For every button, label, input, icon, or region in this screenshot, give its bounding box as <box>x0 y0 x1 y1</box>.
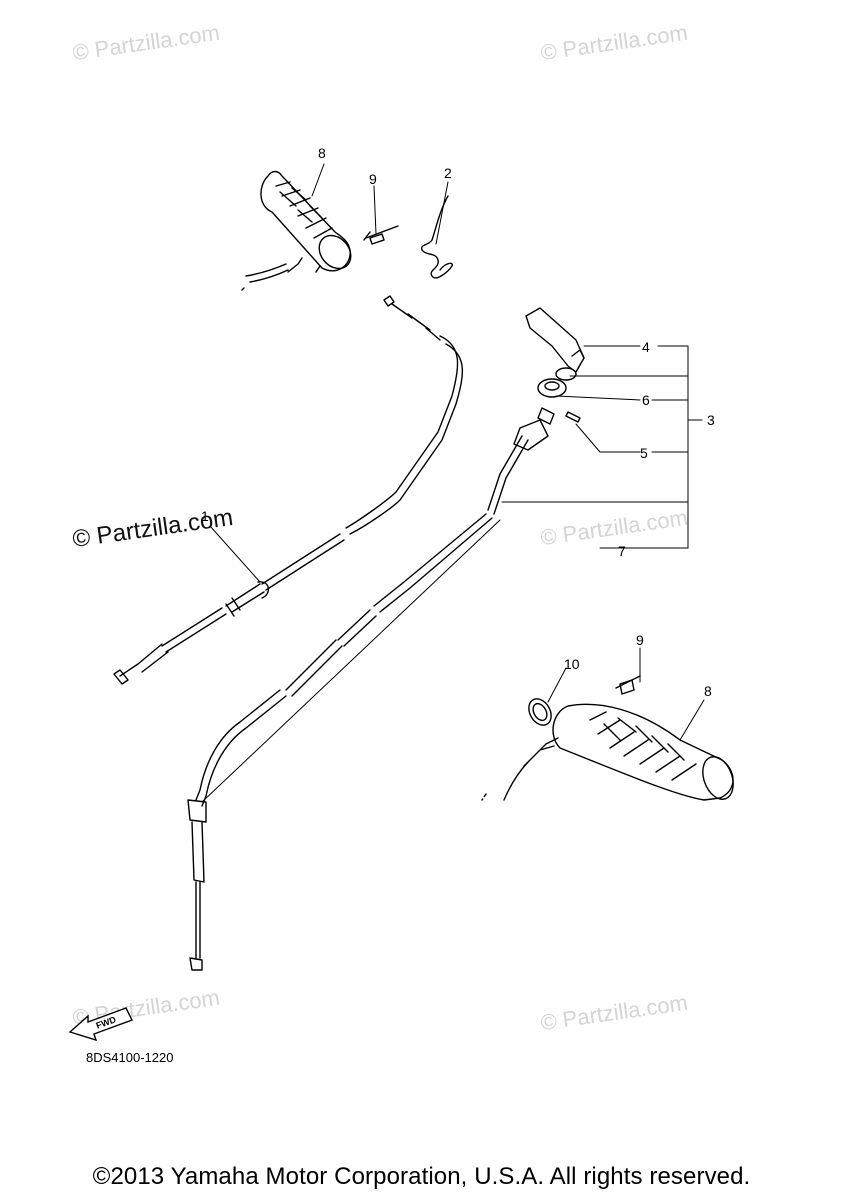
callout-7: 7 <box>618 543 626 559</box>
diagram-code: 8DS4100-1220 <box>86 1050 174 1065</box>
throttle-cable-drawing <box>113 295 464 685</box>
callout-1: 1 <box>201 508 209 524</box>
callout-10: 10 <box>564 656 580 672</box>
callout-8-top: 8 <box>318 145 326 161</box>
callout-8-bottom: 8 <box>704 683 712 699</box>
callout-9-bottom: 9 <box>636 632 644 648</box>
callout-5: 5 <box>640 445 648 461</box>
callout-3: 3 <box>707 412 715 428</box>
screw-top-drawing <box>363 225 399 245</box>
copyright-notice: ©2013 Yamaha Motor Corporation, U.S.A. A… <box>92 1163 751 1190</box>
lever-assembly-drawing <box>525 307 585 423</box>
callout-6: 6 <box>642 392 650 408</box>
callout-4: 4 <box>642 339 650 355</box>
left-grip-drawing <box>239 170 352 293</box>
right-grip-drawing <box>481 698 734 801</box>
choke-cable-drawing <box>187 407 555 971</box>
callout-2: 2 <box>444 165 452 181</box>
forward-arrow-icon: FWD <box>68 1007 133 1042</box>
leader-lines <box>209 163 705 741</box>
clip-drawing <box>421 195 454 279</box>
callout-9-top: 9 <box>369 171 377 187</box>
screw-bottom-drawing <box>615 675 641 695</box>
